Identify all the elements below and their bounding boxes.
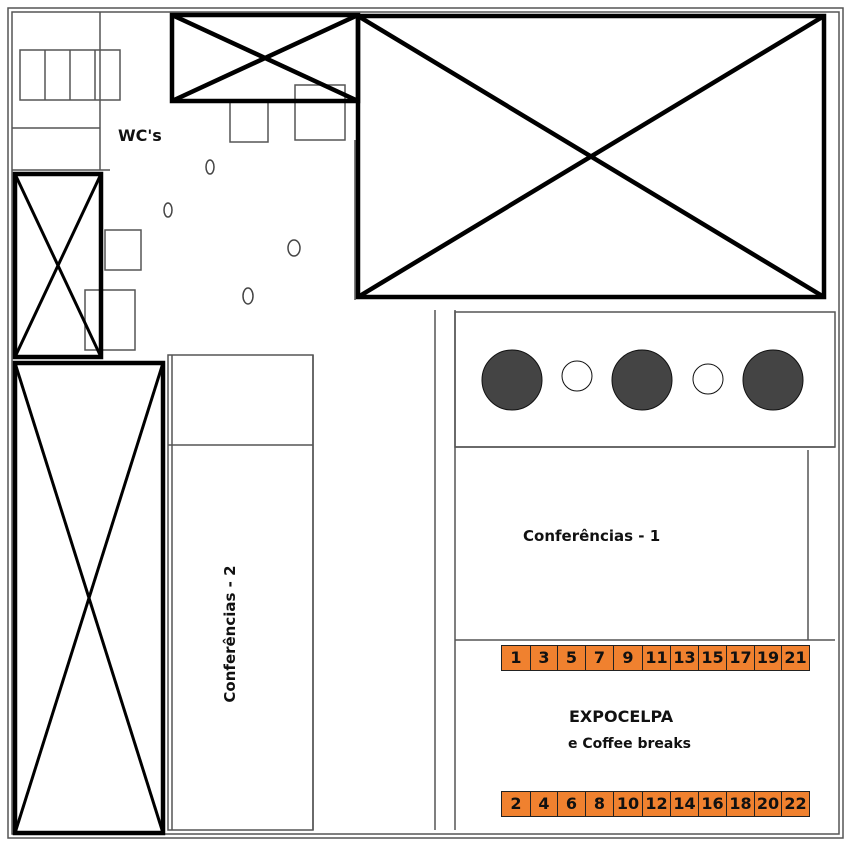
blocked-areas xyxy=(12,12,827,836)
booth: 20 xyxy=(754,791,782,817)
booth: 15 xyxy=(698,645,727,671)
trees xyxy=(481,349,804,411)
booth: 12 xyxy=(642,791,671,817)
conference-1-label: Conferências - 1 xyxy=(523,527,661,545)
coffee-breaks-label: e Coffee breaks xyxy=(568,736,691,752)
booth: 19 xyxy=(754,645,782,671)
outer-wall xyxy=(7,7,844,839)
booth: 17 xyxy=(726,645,755,671)
elevator-1 xyxy=(229,101,269,143)
booth: 13 xyxy=(670,645,699,671)
conference-2-label: Conferências - 2 xyxy=(221,565,239,703)
wc-label: WC's xyxy=(118,126,162,145)
booth: 22 xyxy=(781,791,810,817)
booth: 6 xyxy=(557,791,586,817)
booth: 16 xyxy=(698,791,727,817)
booth: 18 xyxy=(726,791,755,817)
elevator-2 xyxy=(104,229,142,271)
booth: 21 xyxy=(781,645,810,671)
booth: 5 xyxy=(557,645,586,671)
booth: 9 xyxy=(613,645,643,671)
booth: 2 xyxy=(501,791,531,817)
booth: 3 xyxy=(530,645,558,671)
booth: 10 xyxy=(613,791,643,817)
booth: 8 xyxy=(585,791,614,817)
booth: 14 xyxy=(670,791,699,817)
booth: 1 xyxy=(501,645,531,671)
conference-2-room xyxy=(167,354,314,831)
booth: 11 xyxy=(642,645,671,671)
expocelpa-label: EXPOCELPA xyxy=(569,707,674,726)
booth: 7 xyxy=(585,645,614,671)
booth: 4 xyxy=(530,791,558,817)
